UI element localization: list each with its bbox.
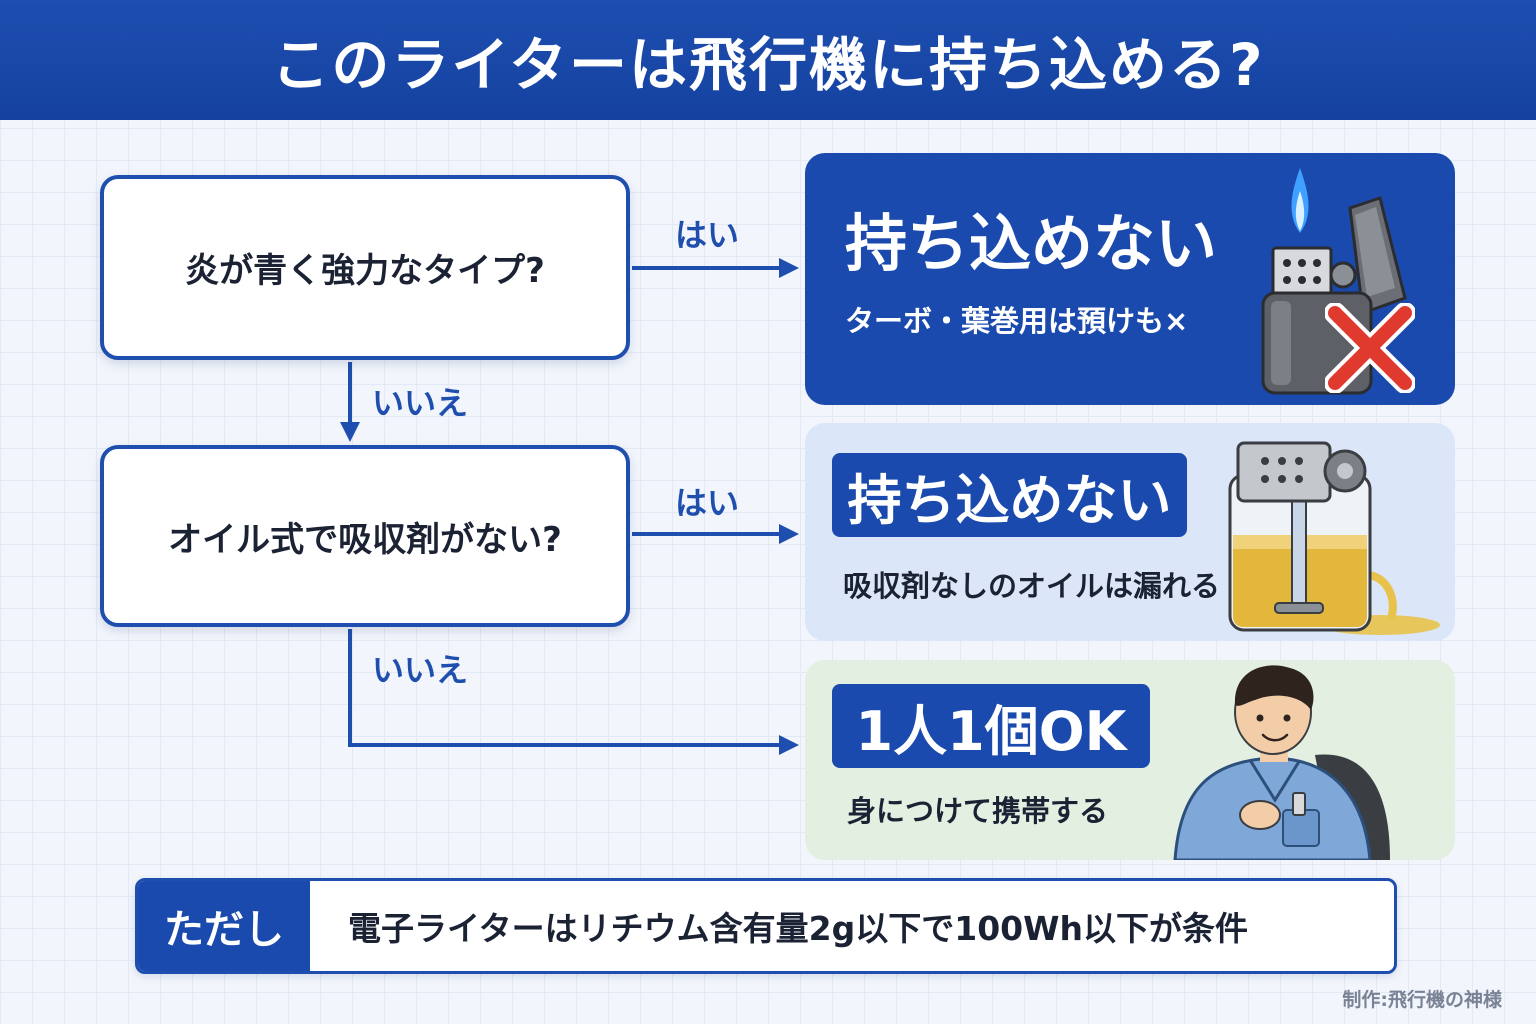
credit-text: 制作:飛行機の神様 [1342, 989, 1502, 1011]
result-2-subtitle: 吸収剤なしのオイルは漏れる [843, 569, 1221, 603]
result-2-title: 持ち込めない [832, 453, 1187, 537]
result-3-title: 1人1個OK [832, 684, 1150, 768]
note-label: ただし [138, 881, 310, 971]
page-title: このライターは飛行機に持ち込める? [271, 31, 1265, 99]
question-box-2: オイル式で吸収剤がない? [100, 445, 630, 627]
note-box: ただし 電子ライターはリチウム含有量2g以下で100Wh以下が条件 [135, 878, 1397, 974]
question-2-text: オイル式で吸収剤がない? [168, 519, 562, 560]
question-1-text: 炎が青く強力なタイプ? [185, 251, 545, 291]
torch-lighter-icon [1261, 168, 1407, 395]
result-card-torch: 持ち込めない ターボ・葉巻用は預けも× [805, 153, 1455, 405]
note-text: 電子ライターはリチウム含有量2g以下で100Wh以下が条件 [348, 909, 1249, 948]
arrow-q2-no [348, 629, 799, 755]
oil-lighter-icon [1228, 441, 1440, 635]
result-card-ok: 1人1個OK 身につけて携帯する [805, 660, 1455, 860]
header-banner: このライターは飛行機に持ち込める? [0, 0, 1536, 120]
result-3-subtitle: 身につけて携帯する [847, 794, 1109, 828]
result-1-subtitle: ターボ・葉巻用は預けも× [845, 304, 1189, 338]
no-label-1: いいえ [372, 384, 469, 422]
yes-label-2: はい [675, 484, 740, 522]
yes-label-1: はい [675, 216, 740, 254]
result-card-oil: 持ち込めない 吸収剤なしのオイルは漏れる [805, 423, 1455, 641]
red-cross-icon [1325, 303, 1415, 393]
person-with-lighter-icon [1173, 665, 1390, 860]
result-1-title: 持ち込めない [845, 207, 1218, 280]
question-box-1: 炎が青く強力なタイプ? [100, 175, 630, 360]
no-label-2: いいえ [372, 651, 469, 689]
